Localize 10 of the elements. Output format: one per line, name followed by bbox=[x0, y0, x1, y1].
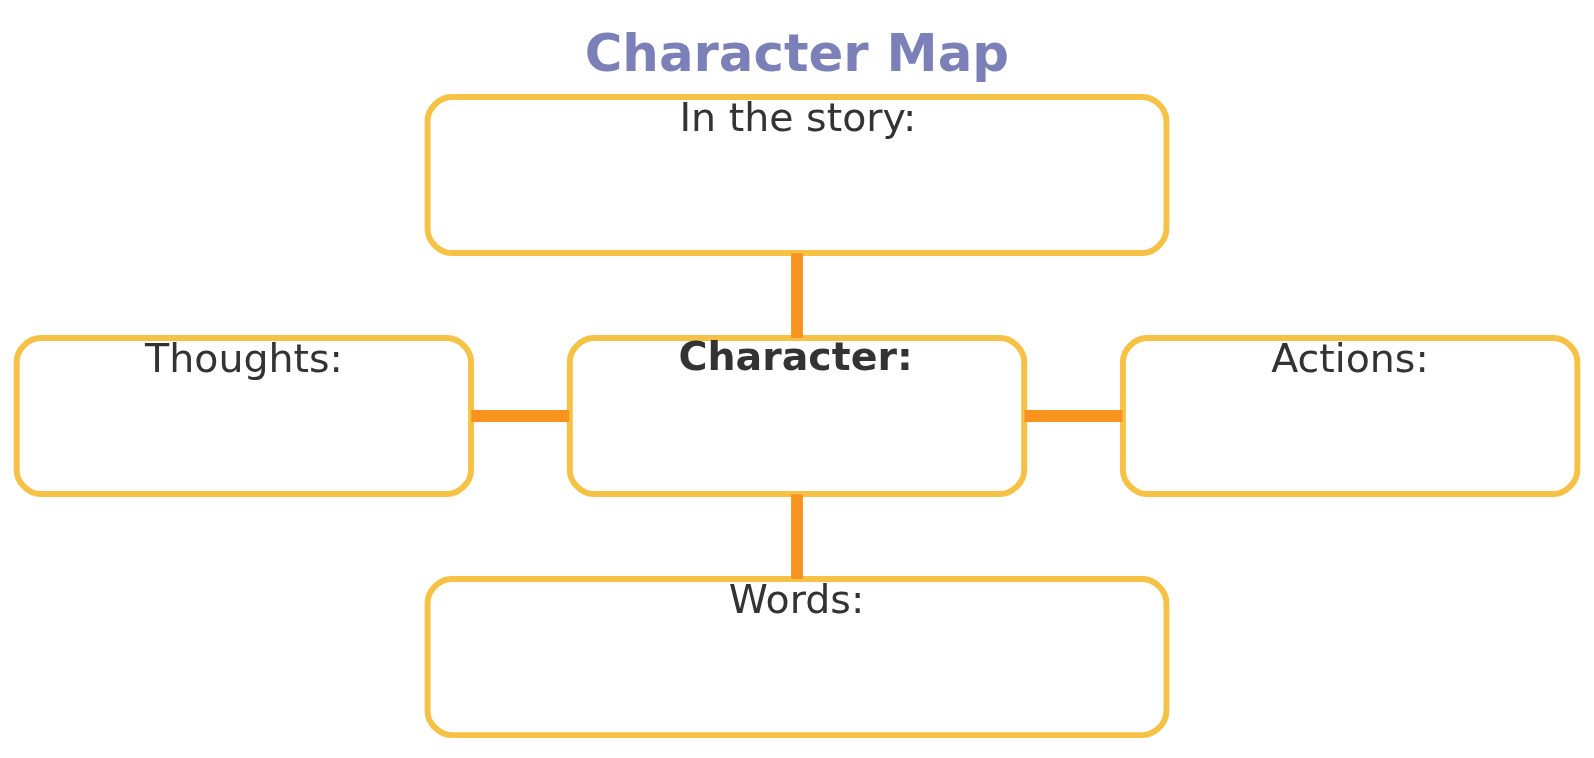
node-box: Thoughts: bbox=[13, 334, 474, 497]
diagram-title: Character Map bbox=[584, 22, 1010, 83]
connector bbox=[791, 252, 803, 338]
connector bbox=[471, 409, 570, 422]
node-box: Actions: bbox=[1120, 334, 1581, 497]
connector bbox=[1024, 409, 1123, 422]
node-box: Character: bbox=[566, 334, 1028, 497]
connector bbox=[791, 493, 803, 579]
node-box: Words: bbox=[424, 575, 1170, 738]
node-box: In the story: bbox=[424, 93, 1170, 256]
